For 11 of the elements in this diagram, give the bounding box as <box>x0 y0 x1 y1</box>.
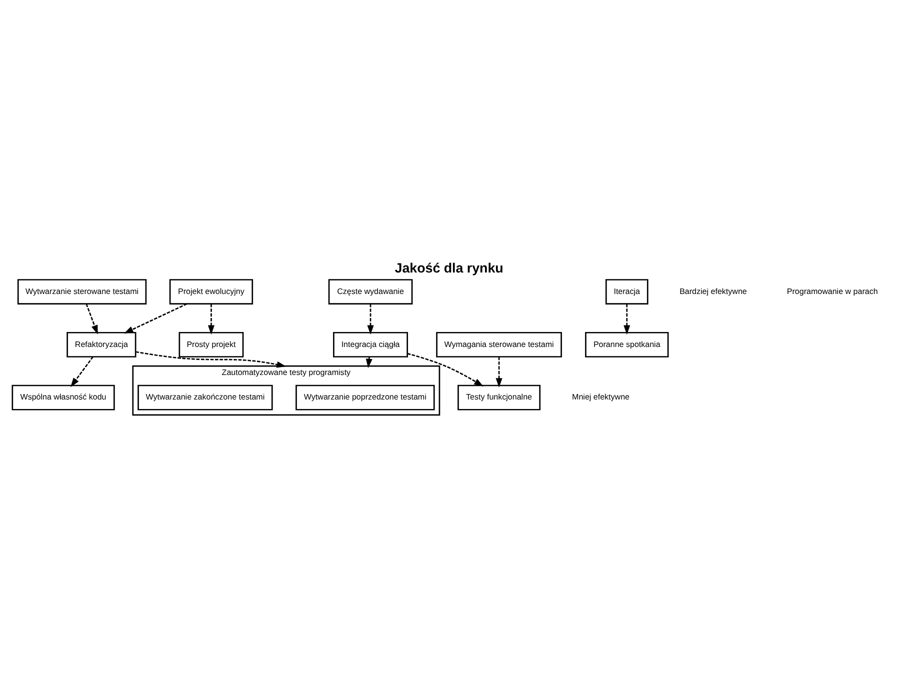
arrow <box>207 304 214 335</box>
arrow <box>623 304 630 335</box>
arrow <box>85 304 98 334</box>
arrow <box>365 356 372 368</box>
arrow <box>366 304 374 335</box>
arrow <box>495 356 502 388</box>
arrow <box>406 352 483 387</box>
arrow <box>70 356 93 388</box>
diagram-title: Jakość dla rynku <box>394 260 503 276</box>
arrow <box>123 303 187 334</box>
arrow <box>135 351 286 368</box>
